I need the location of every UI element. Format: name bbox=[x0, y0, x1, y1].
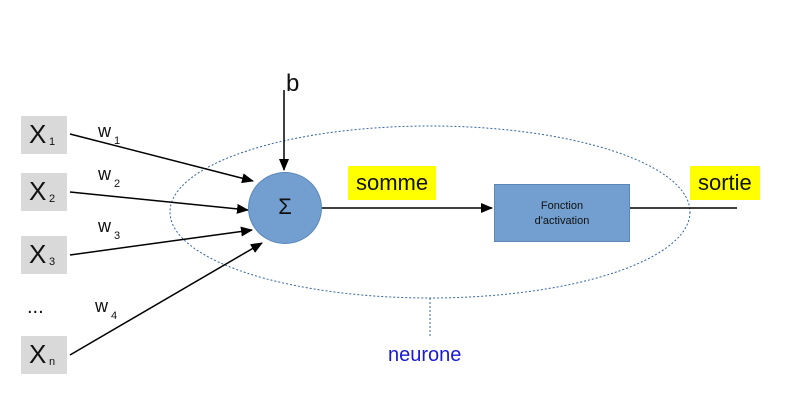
weight-w4-sub: 4 bbox=[111, 310, 118, 322]
input-xn-main: X bbox=[29, 339, 47, 369]
weight-w4-main: w bbox=[95, 296, 108, 316]
summation-node: Σ bbox=[248, 172, 322, 244]
input-x2: X 2 bbox=[21, 173, 67, 211]
input-arrow-n bbox=[69, 242, 263, 356]
output-label: sortie bbox=[690, 166, 760, 200]
weight-w2: w 2 bbox=[98, 164, 120, 190]
bias-label: b bbox=[286, 70, 300, 97]
input-ellipsis: ... bbox=[27, 296, 44, 318]
input-x1-sub: 1 bbox=[49, 136, 56, 148]
input-x2-main: X bbox=[29, 176, 47, 206]
input-x1-main: X bbox=[29, 119, 47, 149]
sum-label: somme bbox=[348, 166, 437, 200]
neuron-label: neurone bbox=[388, 344, 462, 366]
activation-label-line1: Fonction bbox=[540, 200, 584, 212]
input-xn: X n bbox=[21, 336, 67, 374]
input-arrow-1 bbox=[69, 133, 254, 184]
input-arrow-3 bbox=[69, 226, 253, 256]
input-x3-sub: 3 bbox=[49, 256, 56, 268]
weight-w1-main: w bbox=[98, 121, 111, 141]
sigma-symbol: Σ bbox=[278, 194, 292, 219]
weight-w3-sub: 3 bbox=[114, 230, 121, 242]
input-x3-main: X bbox=[29, 239, 47, 269]
weight-w1: w 1 bbox=[98, 121, 120, 147]
weight-w3-main: w bbox=[98, 216, 111, 236]
weight-w2-sub: 2 bbox=[114, 178, 121, 190]
input-xn-sub: n bbox=[49, 356, 56, 368]
weight-w2-main: w bbox=[98, 164, 111, 184]
weight-w4: w 4 bbox=[95, 296, 117, 322]
input-x1: X 1 bbox=[21, 116, 67, 154]
input-x2-sub: 2 bbox=[49, 193, 56, 205]
activation-label-line2: d'activation bbox=[534, 215, 590, 227]
input-arrow-2 bbox=[69, 191, 249, 214]
weight-w3: w 3 bbox=[98, 216, 120, 242]
input-x3: X 3 bbox=[21, 236, 67, 274]
activation-function-box: Fonction d'activation bbox=[494, 184, 630, 242]
weight-w1-sub: 1 bbox=[114, 135, 121, 147]
